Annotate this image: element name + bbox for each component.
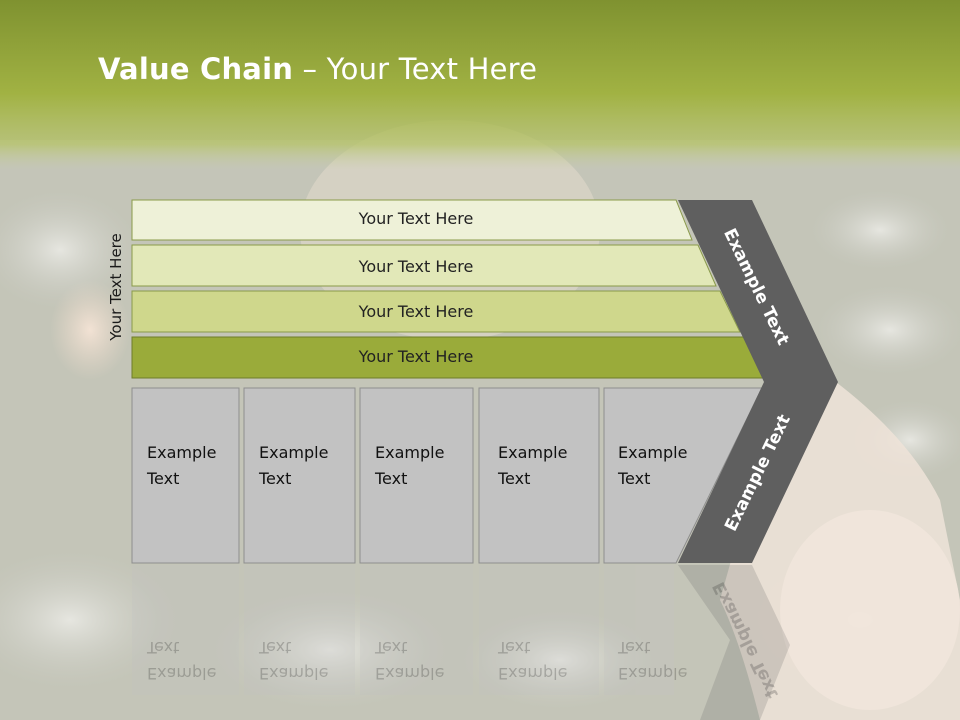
- column-4-line1: Example: [498, 443, 568, 462]
- bar-3-label: Your Text Here: [358, 302, 474, 321]
- column-1-line2: Text: [147, 469, 180, 488]
- column-3-line1: Example: [375, 443, 445, 462]
- chevron-arrow: [678, 200, 838, 563]
- column-5-reflection-label: Example Text: [618, 634, 718, 686]
- column-1-refl-line1: Example: [147, 664, 217, 683]
- bar-1-label: Your Text Here: [358, 209, 474, 228]
- column-2-refl-line1: Example: [259, 664, 329, 683]
- column-5-line2: Text: [618, 469, 651, 488]
- column-1-reflection-label: Example Text: [147, 634, 247, 686]
- column-4-refl-line2: Text: [498, 638, 531, 657]
- column-reflections: [132, 565, 674, 695]
- column-2-refl-line2: Text: [259, 638, 292, 657]
- slide-title: Value Chain – Your Text Here: [98, 52, 537, 86]
- column-2-reflection-label: Example Text: [259, 634, 359, 686]
- column-3-reflection-label: Example Text: [375, 634, 475, 686]
- column-5-refl-line2: Text: [618, 638, 651, 657]
- title-bold: Value Chain: [98, 52, 294, 86]
- column-2-line1: Example: [259, 443, 329, 462]
- column-1: [131, 387, 240, 564]
- column-4-line2: Text: [498, 469, 531, 488]
- column-5-line1: Example: [618, 443, 688, 462]
- column-3-line2: Text: [375, 469, 408, 488]
- bar-2: [131, 244, 717, 287]
- column-5: [603, 387, 763, 564]
- column-4-reflection-label: Example Text: [498, 634, 598, 686]
- chevron-reflection: [678, 565, 790, 720]
- column-3-refl-line2: Text: [375, 638, 408, 657]
- column-2-line2: Text: [259, 469, 292, 488]
- bar-2-label: Your Text Here: [358, 257, 474, 276]
- column-1-line1: Example: [147, 443, 217, 462]
- bar-1: [131, 199, 693, 241]
- column-4-refl-line1: Example: [498, 664, 568, 683]
- bar-3: [131, 290, 741, 333]
- column-3-refl-line1: Example: [375, 664, 445, 683]
- bar-4-label: Your Text Here: [358, 347, 474, 366]
- title-rest: – Your Text Here: [293, 52, 538, 86]
- column-2: [243, 387, 356, 564]
- column-3: [359, 387, 474, 564]
- column-4: [478, 387, 600, 564]
- column-5-refl-line1: Example: [618, 664, 688, 683]
- column-1-refl-line2: Text: [147, 638, 180, 657]
